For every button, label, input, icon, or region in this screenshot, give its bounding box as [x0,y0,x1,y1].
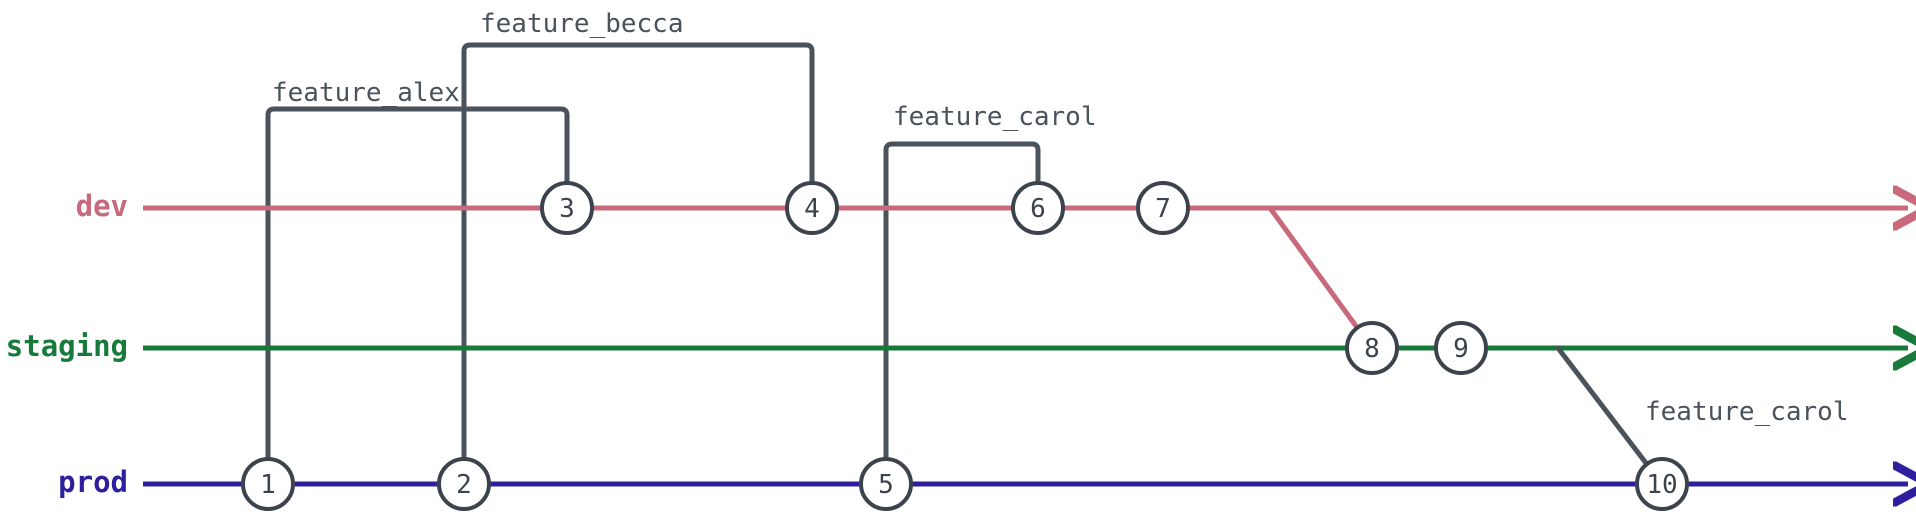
commit-node-7[interactable]: 7 [1136,181,1190,235]
commit-circle[interactable] [1635,457,1689,511]
merge-line-dev-to-staging [1267,205,1375,351]
commit-circle[interactable] [540,181,594,235]
commit-label: 5 [878,470,894,500]
commit-label: 10 [1646,470,1677,500]
merge-line-staging-to-prod-feature-carol [1555,345,1665,487]
commit-circle[interactable] [1136,181,1190,235]
branch-label-prod: prod [58,465,128,499]
commit-circle[interactable] [785,181,839,235]
commit-node-9[interactable]: 9 [1434,321,1488,375]
branch-label-dev: dev [76,189,128,223]
commit-circle[interactable] [1345,321,1399,375]
commit-node-6[interactable]: 6 [1011,181,1065,235]
merge-lines: feature_carol [1267,205,1849,487]
feature-branch-path [265,106,570,487]
commit-label: 7 [1155,194,1171,224]
commit-circle[interactable] [241,457,295,511]
commit-circle[interactable] [859,457,913,511]
feature-branch-feature_alex [265,106,570,487]
commit-node-4[interactable]: 4 [785,181,839,235]
feature-branch-feature_becca [461,42,815,487]
commit-label: 8 [1364,334,1380,364]
commit-label: 4 [804,194,820,224]
merge-label-staging-to-prod-feature-carol: feature_carol [1645,397,1849,427]
commit-label: 2 [456,470,472,500]
commit-node-8[interactable]: 8 [1345,321,1399,375]
commit-label: 9 [1453,334,1469,364]
commit-node-1[interactable]: 1 [241,457,295,511]
feature-label-feature_carol: feature_carol [893,102,1097,132]
commit-circle[interactable] [1011,181,1065,235]
commit-circle[interactable] [437,457,491,511]
commit-label: 3 [559,194,575,224]
commit-node-3[interactable]: 3 [540,181,594,235]
commit-node-2[interactable]: 2 [437,457,491,511]
feature-branch-path [461,42,815,487]
feature-label-feature_becca: feature_becca [480,9,684,39]
commit-node-10[interactable]: 10 [1635,457,1689,511]
commit-node-5[interactable]: 5 [859,457,913,511]
feature-label-feature_alex: feature_alex [272,78,460,108]
feature-branch-feature_carol [883,141,1041,487]
feature-branch-paths [265,42,1041,487]
feature-branch-path [883,141,1041,487]
feature-branch-labels: feature_alex feature_becca feature_carol [272,9,1097,132]
commit-label: 6 [1030,194,1046,224]
commit-nodes: 1 2 3 4 5 6 7 8 9 10 [241,181,1689,511]
branch-name-labels: dev staging prod [6,189,128,499]
commit-label: 1 [260,470,276,500]
commit-circle[interactable] [1434,321,1488,375]
branch-lines [143,208,1908,484]
branch-label-staging: staging [6,329,128,363]
